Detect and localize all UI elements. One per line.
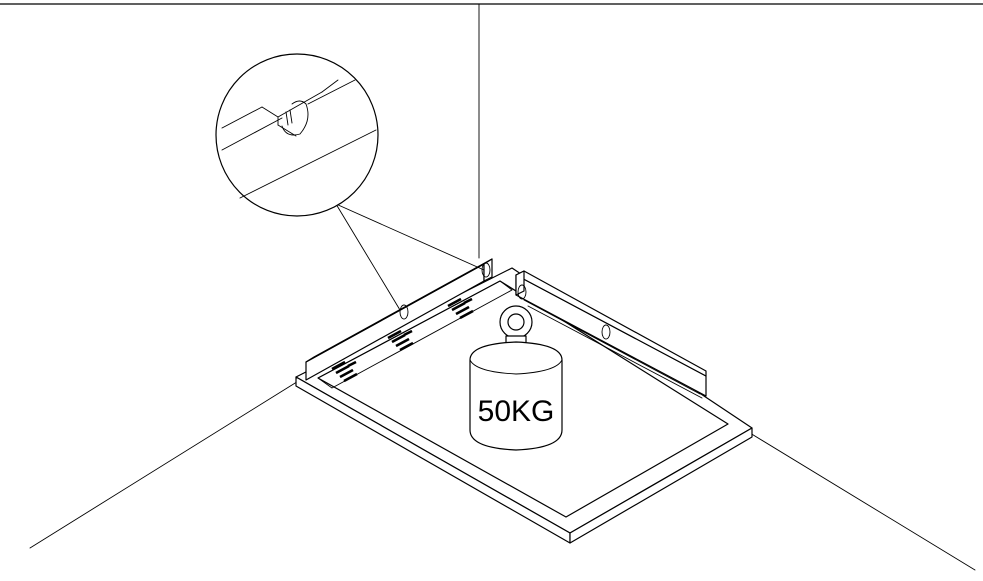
right-slot-1 xyxy=(517,284,527,300)
weight-ring-inner xyxy=(507,313,525,331)
weight-label: 50KG xyxy=(478,395,555,428)
room-corner xyxy=(29,3,976,571)
weight-50kg: 50KG xyxy=(469,305,563,451)
right-slot-2 xyxy=(601,324,611,340)
weight-body xyxy=(469,341,563,451)
right-upstand-end xyxy=(515,270,525,296)
drain-grate-1 xyxy=(331,360,358,383)
left-slot-2 xyxy=(481,262,491,278)
leader-line-left xyxy=(335,203,401,311)
left-slot-1 xyxy=(399,304,409,320)
drain-grate-2 xyxy=(387,329,414,352)
drain-channel-left xyxy=(317,280,513,389)
right-upstand xyxy=(515,270,707,399)
left-upstand xyxy=(305,258,493,381)
tray-right-face xyxy=(569,427,753,544)
detail-slot-closeup xyxy=(221,79,377,199)
leader-line-right xyxy=(335,203,485,271)
floor-left-edge xyxy=(29,379,301,549)
floor-right-edge xyxy=(749,432,976,571)
left-upstand-end xyxy=(483,258,493,282)
detail-magnifier xyxy=(215,53,485,311)
drain-grate-3 xyxy=(447,297,474,320)
